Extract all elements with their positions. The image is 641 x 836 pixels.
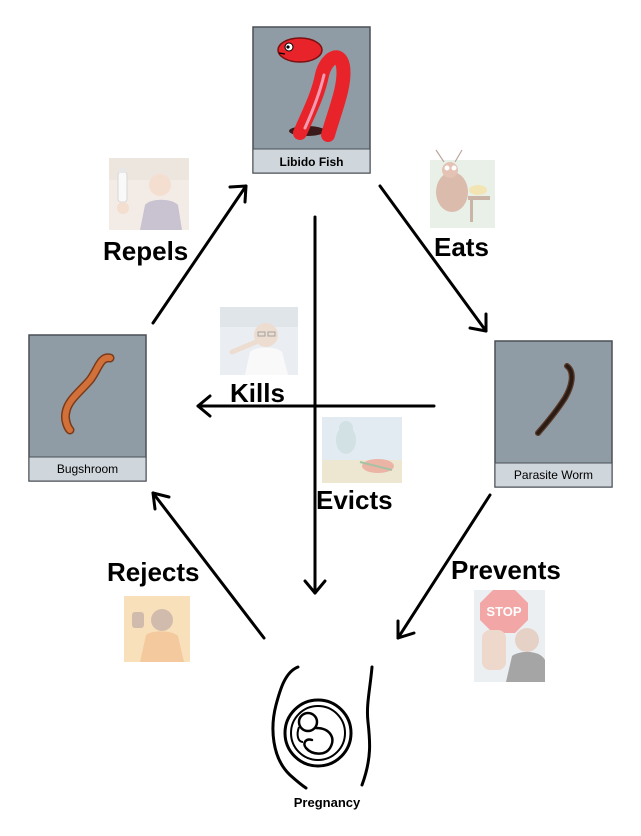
arrow-eats [378,184,488,333]
arrow-repels [151,184,248,325]
evicts-reaction-image [322,417,402,483]
arrow-rejects [151,491,266,640]
prevents-reaction-image: STOP [474,590,545,682]
pregnancy-womb [290,705,346,761]
fish-body-highlight [303,73,326,130]
bugshroom-label: Bugshroom [57,462,118,476]
stop-sign-text: STOP [486,604,521,619]
fetus-cord [296,726,304,743]
edge-label-evicts: Evicts [316,485,393,515]
edge-label-prevents: Prevents [451,555,561,585]
node-pregnancy[interactable]: Pregnancy [271,665,374,810]
pregnancy-label: Pregnancy [294,795,361,810]
arrow-prevents [396,493,492,640]
libido-fish-caption-bar [252,148,371,174]
arrow-evicts [303,215,327,595]
kills-reaction-image [220,307,298,375]
fetus-icon [297,711,319,733]
stop-sign-icon [480,590,528,633]
rejects-reaction-image [124,596,190,662]
libido-fish-icon [293,50,351,142]
node-bugshroom[interactable]: Bugshroom [28,334,147,482]
bugshroom-caption-bar [28,456,147,482]
pregnancy-belly-ring [283,698,353,768]
bugshroom-worm-fill [62,354,113,433]
node-libido-fish[interactable]: Libido Fish [252,26,371,174]
parasite-worm-caption-bar [494,462,613,488]
pregnancy-back-outline [360,665,374,787]
repels-reaction-image [109,158,189,230]
edge-label-eats: Eats [434,232,489,262]
parasite-worm-shadow [536,364,574,435]
node-parasite-worm[interactable]: Parasite Worm [494,340,613,488]
fetus-body [303,726,334,755]
edge-label-repels: Repels [103,236,188,266]
fish-head [277,37,323,63]
edge-label-rejects: Rejects [107,557,200,587]
edge-label-kills: Kills [230,378,285,408]
parasite-worm-label: Parasite Worm [514,468,593,482]
fish-mouth [278,52,286,55]
pregnancy-body-outline [271,665,308,790]
libido-fish-label: Libido Fish [280,155,344,169]
eats-reaction-image [430,149,495,228]
fish-pupil [286,45,290,49]
